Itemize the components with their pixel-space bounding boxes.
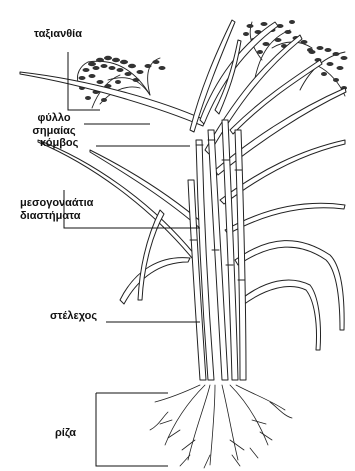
label-internodes-line1: μεσογοναάτια (20, 197, 93, 210)
label-root: ρίζα (55, 427, 76, 440)
label-stem: στέλεχος (50, 310, 97, 323)
stems (188, 120, 246, 380)
label-panicle: ταξιανθία (34, 28, 82, 41)
label-internodes: μεσογοναάτια διαστήματα (20, 197, 93, 223)
root-bracket (96, 393, 168, 466)
label-internodes-line2: διαστήματα (20, 210, 93, 223)
label-node: κόμβος (40, 137, 78, 150)
roots (150, 385, 292, 468)
label-flag-leaf-line1: φύλλο (22, 112, 86, 125)
label-flag-leaf: φύλλο σημαίας (22, 112, 86, 138)
leaves (20, 20, 346, 350)
panicle-center (243, 20, 313, 78)
